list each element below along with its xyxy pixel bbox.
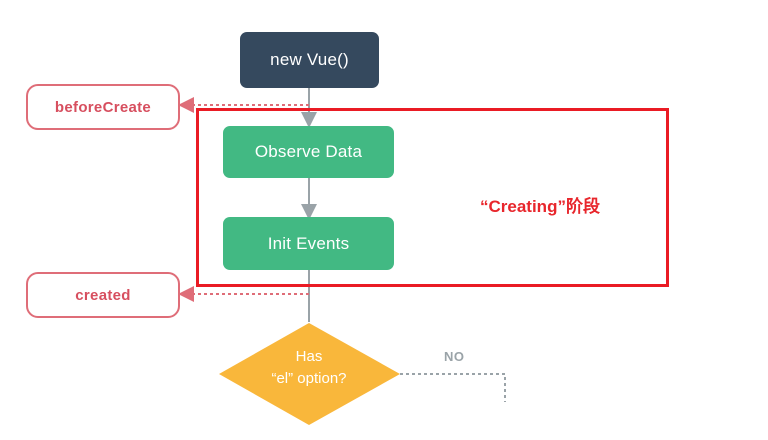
decision-diamond [219, 323, 400, 425]
decision-label-line2: “el” option? [271, 370, 347, 387]
init-events-label: Init Events [267, 233, 350, 253]
creating-phase-frame [196, 108, 669, 287]
before-create-hook: beforeCreate [26, 84, 180, 130]
before-create-label: beforeCreate [54, 98, 152, 116]
created-hook: created [26, 272, 180, 318]
new-vue-label: new Vue() [270, 50, 349, 69]
no-branch-label: NO [444, 349, 465, 364]
no-branch-line [400, 373, 506, 402]
creating-phase-caption: “Creating”阶段 [480, 197, 600, 216]
decision-label: Has “el” option? [239, 346, 379, 390]
created-label: created [75, 286, 131, 304]
observe-data-node: Observe Data [223, 126, 394, 178]
new-vue-node: new Vue() [240, 32, 379, 88]
observe-data-label: Observe Data [254, 142, 363, 161]
init-events-node: Init Events [223, 217, 394, 270]
decision-label-line1: Has [295, 348, 323, 365]
